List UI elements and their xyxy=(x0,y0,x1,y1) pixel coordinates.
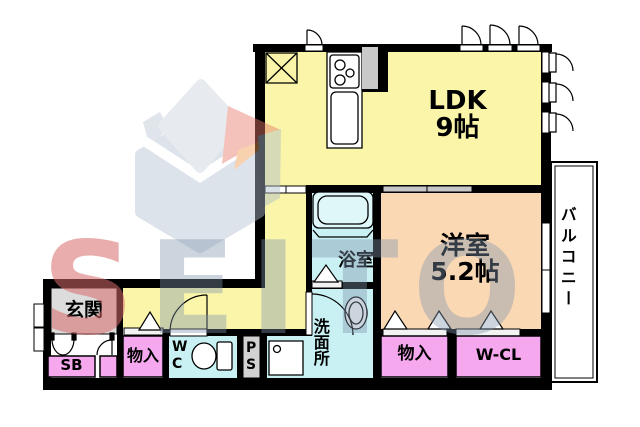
balcony-outline xyxy=(551,162,597,382)
wall xyxy=(260,333,267,378)
folding-door-icon xyxy=(314,265,338,282)
refrigerator-space-icon xyxy=(266,53,297,83)
washroom-door-gap xyxy=(306,292,312,335)
wall xyxy=(448,329,456,378)
storage-hall-box xyxy=(123,336,163,377)
folding-door-icon xyxy=(384,311,407,329)
folding-door-icon xyxy=(428,311,451,329)
entrance-door-arc xyxy=(63,339,74,355)
walk-in-closet-box xyxy=(456,336,541,377)
casement-window-icon xyxy=(549,53,573,132)
folding-door-icon xyxy=(139,312,161,330)
closet-boxes xyxy=(48,336,541,378)
folding-door-icon xyxy=(480,311,503,329)
storage-bedroom-box xyxy=(381,336,448,377)
bathtub-icon xyxy=(313,192,373,237)
wall xyxy=(541,44,551,382)
ldk-room-area xyxy=(265,52,541,185)
pipe-space-box xyxy=(243,336,260,378)
wall xyxy=(237,333,243,378)
window-gap xyxy=(460,45,483,51)
toilet-icon xyxy=(192,342,232,370)
wall xyxy=(43,279,51,390)
wall xyxy=(117,279,123,378)
door-arc xyxy=(312,294,353,335)
window-gap xyxy=(517,45,540,51)
door-swings xyxy=(34,25,573,355)
wall xyxy=(43,378,552,390)
door-arc xyxy=(170,295,207,332)
kitchen-counter-icon xyxy=(327,52,362,148)
wall xyxy=(373,185,381,390)
folding-door-track xyxy=(383,329,447,336)
washing-machine-icon xyxy=(269,341,303,375)
wall xyxy=(163,329,312,336)
wc-door-gap xyxy=(170,329,207,336)
western-room-area xyxy=(381,193,541,329)
wall xyxy=(255,44,265,288)
window-gap xyxy=(488,45,512,51)
folding-doors xyxy=(139,265,503,330)
wall xyxy=(163,329,169,378)
shoe-box xyxy=(48,356,95,377)
door-arc xyxy=(97,340,112,355)
small-closet-box xyxy=(100,356,117,377)
wall-openings xyxy=(170,45,550,336)
range-hood-icon xyxy=(362,47,378,89)
washbasin-icon xyxy=(345,297,367,329)
folding-door-track xyxy=(456,329,520,336)
entrance-door-arc xyxy=(52,339,63,355)
entrance-area xyxy=(51,288,117,334)
meter-box-icon xyxy=(34,304,44,351)
wall xyxy=(43,279,265,288)
balcony-window-gap xyxy=(542,223,550,313)
top-window-icon xyxy=(307,25,538,45)
window-gap xyxy=(305,45,323,51)
watermark-logo-icon xyxy=(141,84,281,247)
wall xyxy=(306,185,312,336)
wall xyxy=(253,44,552,52)
